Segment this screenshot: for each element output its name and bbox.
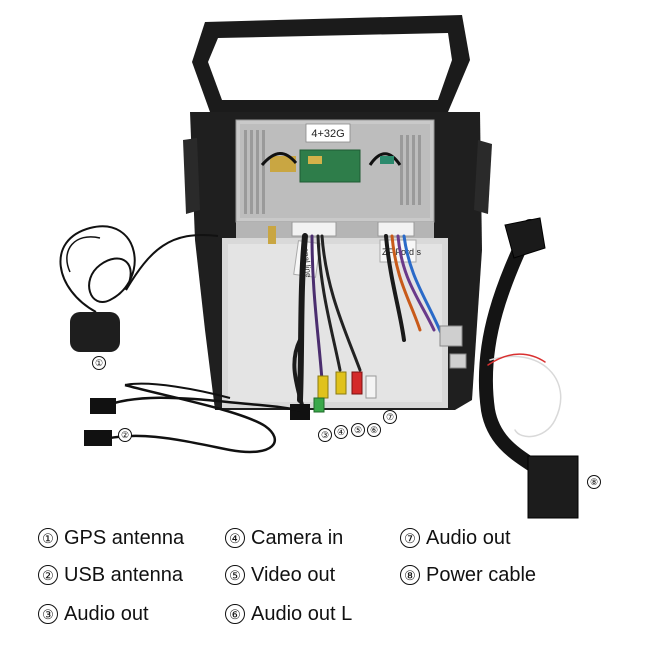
legend-label: Audio out (64, 603, 149, 625)
legend-number: ④ (225, 528, 245, 548)
legend-item-audio-out-l: ⑥ Audio out L (225, 602, 352, 626)
callout-video-out: ⑤ (351, 423, 365, 437)
legend-label: Power cable (426, 564, 537, 586)
legend-item-audio-out-7: ⑦ Audio out (400, 526, 511, 550)
callout-audio-out-l: ⑥ (367, 423, 381, 437)
legend-number: ② (38, 565, 58, 585)
legend-item-usb-antenna: ② USB antenna (38, 563, 183, 587)
legend-label: Video out (251, 564, 336, 586)
rca-plugs (290, 371, 377, 420)
head-unit-module: 4+32G (235, 119, 435, 238)
module-memory-label: 4+32G (311, 128, 344, 140)
legend-label: Audio out (426, 527, 511, 549)
legend-number: ⑤ (225, 565, 245, 585)
metal-back-plate (222, 238, 448, 408)
legend-label: GPS antenna (64, 527, 185, 549)
legend-number: ① (38, 528, 58, 548)
gps-antenna (59, 225, 219, 352)
legend-number: ③ (38, 604, 58, 624)
callout-gps-antenna: ① (92, 356, 106, 370)
callout-audio-out-7: ⑦ (383, 410, 397, 424)
legend-item-power-cable: ⑧ Power cable (400, 563, 536, 587)
legend-label: USB antenna (64, 564, 183, 586)
legend-number: ⑧ (400, 565, 420, 585)
legend-label: Camera in (251, 527, 344, 549)
callout-usb-antenna: ② (118, 428, 132, 442)
power-harness (439, 217, 579, 519)
av-wire-bundle (292, 233, 362, 407)
usb-cable (84, 382, 301, 454)
legend-item-camera-in: ④ Camera in (225, 526, 343, 550)
legend-item-audio-out-3: ③ Audio out (38, 602, 149, 626)
legend-item-gps-antenna: ① GPS antenna (38, 526, 184, 550)
callout-camera-in: ④ (334, 425, 348, 439)
legend-number: ⑦ (400, 528, 420, 548)
speaker-wire-bundle (384, 234, 446, 342)
callout-audio-out-3: ③ (318, 428, 332, 442)
legend: ① GPS antenna ② USB antenna ③ Audio out ④ Ca… (0, 518, 650, 650)
connector-blocks (268, 221, 415, 244)
callout-power-cable: ⑧ (587, 475, 601, 489)
legend-label: Audio out L (251, 603, 353, 625)
legend-item-video-out: ⑤ Video out (225, 563, 335, 587)
product-photo: 4+32G onal line ZF Ford s (59, 15, 579, 519)
legend-number: ⑥ (225, 604, 245, 624)
